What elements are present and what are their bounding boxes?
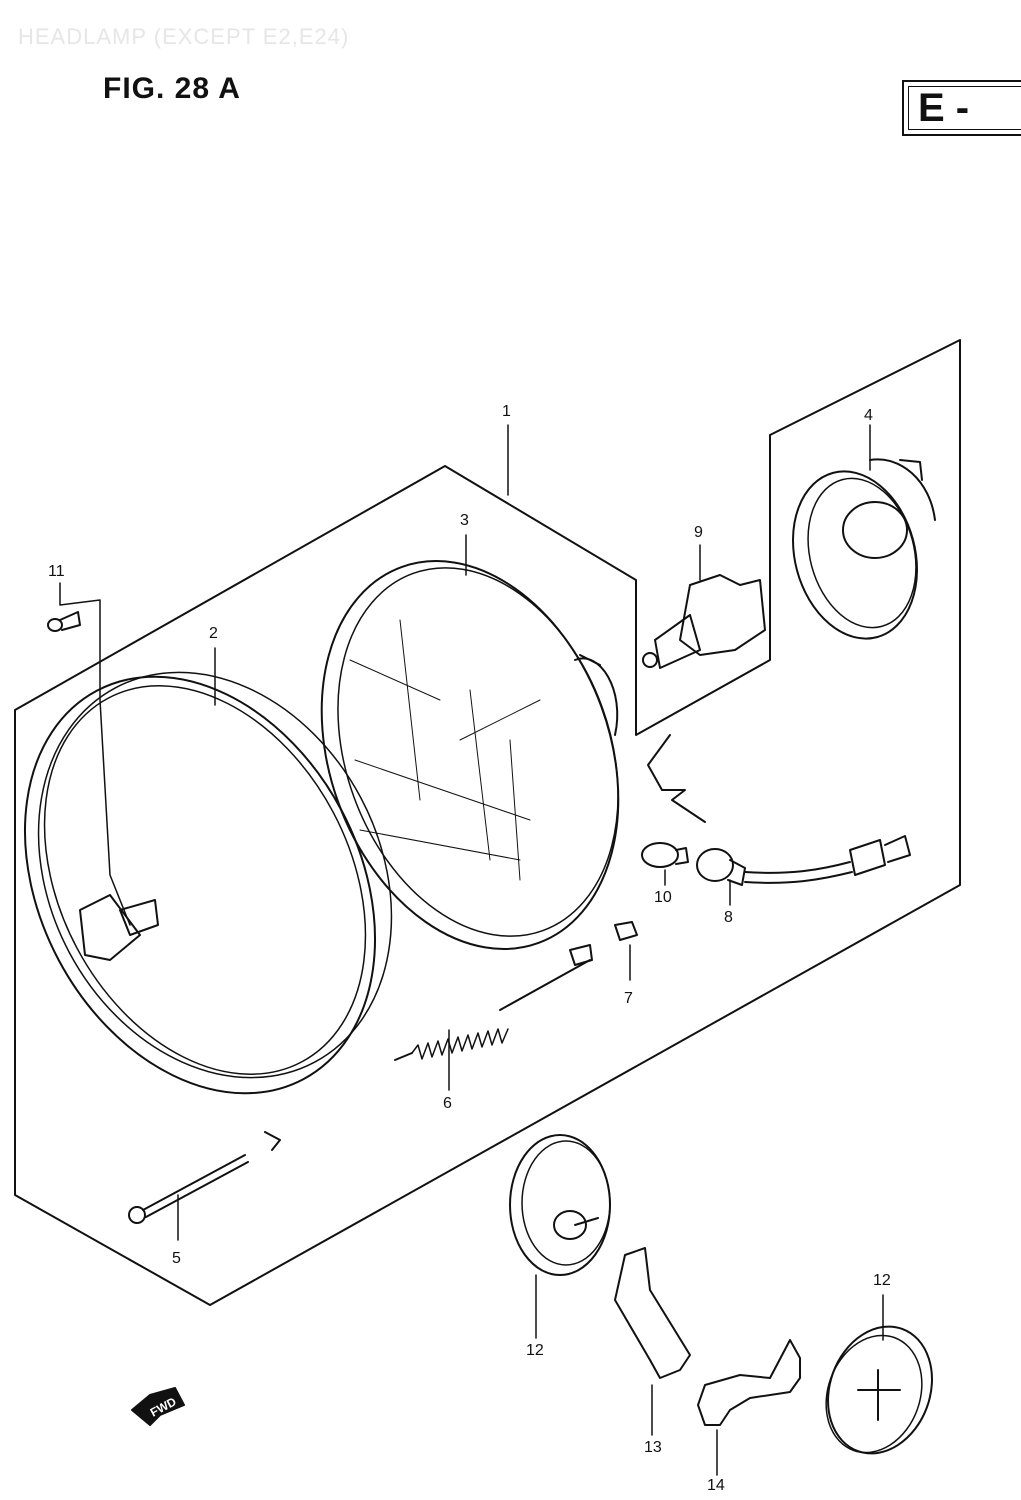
part-rim <box>23 671 393 1151</box>
part-horn <box>509 1134 611 1276</box>
callout-12-horn: 12 <box>526 1342 544 1359</box>
part-bracket-13 <box>614 1247 691 1379</box>
callout-2: 2 <box>209 625 218 642</box>
part-housing <box>792 458 936 640</box>
figure-title: FIG. 28 A <box>103 72 241 105</box>
part-socket-wire <box>696 835 911 886</box>
callout-4: 4 <box>864 407 873 424</box>
leader-lines <box>59 424 884 1476</box>
callout-1: 1 <box>502 403 511 420</box>
part-lens-unit <box>320 560 620 966</box>
callout-12-cover: 12 <box>873 1272 891 1289</box>
section-title: HEADLAMP (EXCEPT E2,E24) <box>18 24 350 49</box>
callout-7: 7 <box>624 990 633 1007</box>
fwd-arrow-icon <box>131 1387 185 1426</box>
callout-6: 6 <box>443 1095 452 1112</box>
callout-9: 9 <box>694 524 703 541</box>
part-bulb <box>642 574 766 669</box>
part-screw <box>128 1154 249 1224</box>
region-code: E - <box>918 86 970 130</box>
callout-3: 3 <box>460 512 469 529</box>
callout-10: 10 <box>654 889 672 906</box>
assembly-outline <box>14 339 961 1306</box>
callout-13: 13 <box>644 1439 662 1456</box>
lens-pattern <box>349 619 541 881</box>
region-code-frame <box>908 86 1021 130</box>
part-bracket-14 <box>697 1339 801 1426</box>
callout-14: 14 <box>707 1477 725 1494</box>
callout-11: 11 <box>48 563 65 580</box>
part-spring <box>394 959 591 1061</box>
callout-8: 8 <box>724 909 733 926</box>
part-nut <box>614 921 638 941</box>
part-horn-cover <box>825 1325 933 1455</box>
region-code-box: E - <box>902 80 1021 136</box>
callout-5: 5 <box>172 1250 181 1267</box>
part-small-bulb <box>641 842 689 868</box>
part-bolt <box>47 611 81 632</box>
part-clip <box>647 734 706 823</box>
